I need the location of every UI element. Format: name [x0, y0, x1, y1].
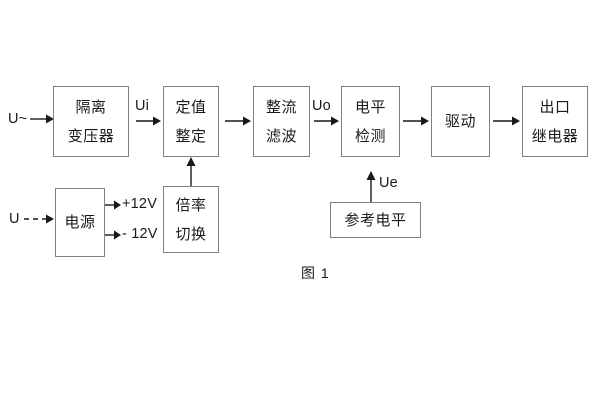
block-power-supply-line1: 电源 — [64, 214, 96, 231]
arrow-power-supply-to-rail-positive — [105, 200, 121, 210]
block-output-relay-line1: 出口 — [539, 98, 571, 116]
arrow-drive-to-output-relay — [493, 116, 520, 126]
block-output-relay[interactable]: 出口 继电器 — [522, 86, 588, 157]
block-setting-value-line1: 定值 — [175, 98, 207, 116]
label-signal-ue: Ue — [379, 175, 398, 191]
block-output-relay-line2: 继电器 — [531, 127, 579, 145]
block-isolation-transformer[interactable]: 隔离 变压器 — [53, 86, 129, 157]
block-isolation-transformer-line2: 变压器 — [67, 127, 115, 145]
block-setting-value-line2: 整定 — [175, 127, 207, 145]
block-setting-value[interactable]: 定值 整定 — [163, 86, 219, 157]
arrow-rectify-filter-to-level-detection — [314, 116, 339, 126]
label-signal-ui: Ui — [135, 98, 150, 114]
arrow-setting-value-to-rectify-filter — [225, 116, 251, 126]
block-drive[interactable]: 驱动 — [431, 86, 490, 157]
label-signal-uo: Uo — [312, 98, 331, 114]
block-level-detection-line1: 电平 — [354, 98, 386, 116]
block-level-detection[interactable]: 电平 检测 — [341, 86, 400, 157]
label-input-ac: U~ — [8, 111, 28, 127]
block-reference-level-line1: 参考电平 — [344, 211, 407, 229]
arrow-multiplier-switch-to-setting-value — [186, 157, 196, 186]
arrow-input-dc-to-power-supply — [24, 214, 54, 224]
block-rectify-filter[interactable]: 整流 滤波 — [253, 86, 310, 157]
label-rail-positive: +12V — [122, 196, 158, 212]
block-level-detection-line2: 检测 — [354, 127, 386, 145]
arrow-level-detection-to-drive — [403, 116, 429, 126]
figure-caption: 图 1 — [301, 265, 330, 281]
arrow-power-supply-to-rail-negative — [105, 230, 121, 240]
block-isolation-transformer-line1: 隔离 — [75, 98, 107, 116]
block-rectify-filter-line2: 滤波 — [265, 127, 297, 145]
label-rail-negative: - 12V — [122, 226, 158, 242]
arrow-isolation-transformer-to-setting-value — [136, 116, 161, 126]
label-input-dc: U — [9, 211, 20, 227]
block-rectify-filter-line1: 整流 — [265, 98, 297, 116]
arrow-reference-level-to-level-detection — [366, 171, 376, 202]
block-multiplier-switch-line2: 切换 — [175, 225, 207, 243]
block-reference-level[interactable]: 参考电平 — [330, 202, 421, 238]
block-power-supply[interactable]: 电源 — [55, 188, 105, 257]
block-multiplier-switch-line1: 倍率 — [175, 196, 207, 214]
block-drive-line1: 驱动 — [444, 113, 476, 130]
block-multiplier-switch[interactable]: 倍率 切换 — [163, 186, 219, 253]
